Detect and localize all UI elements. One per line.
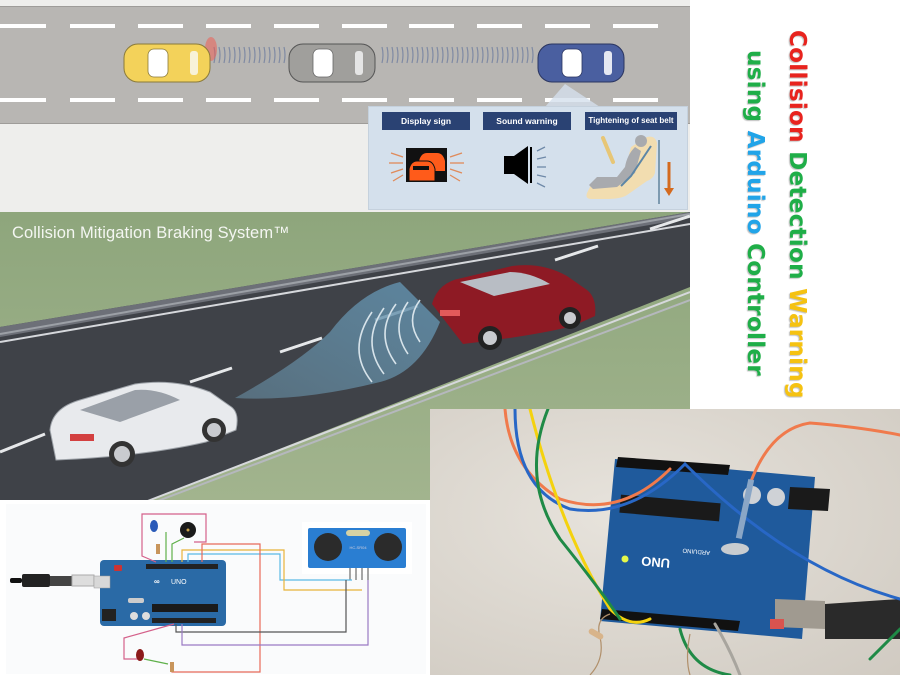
- hardware-photo: UNO ARDUINO: [430, 409, 900, 675]
- power-led: [621, 555, 629, 563]
- reset-button: [770, 619, 784, 629]
- red-car: [432, 265, 596, 350]
- title-word: Warning: [784, 288, 810, 399]
- resistor: [588, 628, 604, 640]
- title-column: [690, 0, 900, 409]
- warning-features-box: Display sign Sound warning Tightening of…: [368, 106, 688, 210]
- highway-scene: [0, 212, 690, 502]
- jumper-wires: [503, 409, 900, 675]
- title-word: Detection: [784, 151, 810, 280]
- radar-arcs: [358, 299, 421, 383]
- ultrasonic-sensor: HC-SR04: [302, 522, 412, 580]
- svg-text:∞: ∞: [154, 577, 160, 586]
- usb-cable: [10, 574, 95, 587]
- circuit-diagram-panel: UNO ∞ HC-SR04: [0, 500, 430, 675]
- cmbs-title: Collision Mitigation Braking System™: [12, 224, 290, 242]
- feature-label: Display sign: [382, 112, 470, 130]
- project-title-line-2: using Arduino Controller: [742, 50, 768, 376]
- radar-waves: [213, 46, 534, 64]
- board-label: UNO: [171, 579, 187, 586]
- circuit-schematic: UNO ∞ HC-SR04: [10, 513, 412, 673]
- title-word: Controller: [742, 243, 768, 376]
- title-word: Collision: [784, 30, 810, 143]
- title-word: using: [742, 50, 768, 123]
- road-diagram-panel: Display sign Sound warning Tightening of…: [0, 0, 690, 212]
- cmbs-illustration-panel: Collision Mitigation Braking System™: [0, 212, 690, 502]
- blue-car: [537, 43, 625, 83]
- arduino-board: UNO ∞: [93, 560, 226, 626]
- photo-brand: ARDUINO: [682, 547, 710, 555]
- resistor: [156, 544, 160, 554]
- lane-markings: [0, 24, 658, 107]
- blue-led: [150, 520, 158, 532]
- title-word: Arduino: [742, 130, 768, 235]
- seat-belt-icon: [586, 135, 674, 204]
- arduino-uno-photo: UNO ARDUINO: [600, 457, 900, 639]
- project-title-line-1: Collision Detection Warning: [784, 30, 810, 399]
- resistor: [170, 662, 174, 672]
- feature-label: Sound warning: [483, 112, 571, 130]
- hardware-photo-panel: UNO ARDUINO: [430, 409, 900, 675]
- feature-label: Tightening of seat belt: [585, 112, 677, 130]
- radar-beam: [235, 282, 440, 399]
- white-car: [49, 381, 238, 467]
- circuit-canvas: UNO ∞ HC-SR04: [6, 504, 426, 674]
- red-led: [136, 649, 144, 661]
- gray-car: [288, 43, 376, 83]
- sensor-label: HC-SR04: [349, 545, 367, 550]
- speaker-icon: [504, 146, 547, 188]
- photo-board-label: UNO: [641, 554, 671, 571]
- road: [0, 6, 690, 124]
- yellow-car: [123, 37, 217, 83]
- display-sign-icon: [389, 148, 464, 182]
